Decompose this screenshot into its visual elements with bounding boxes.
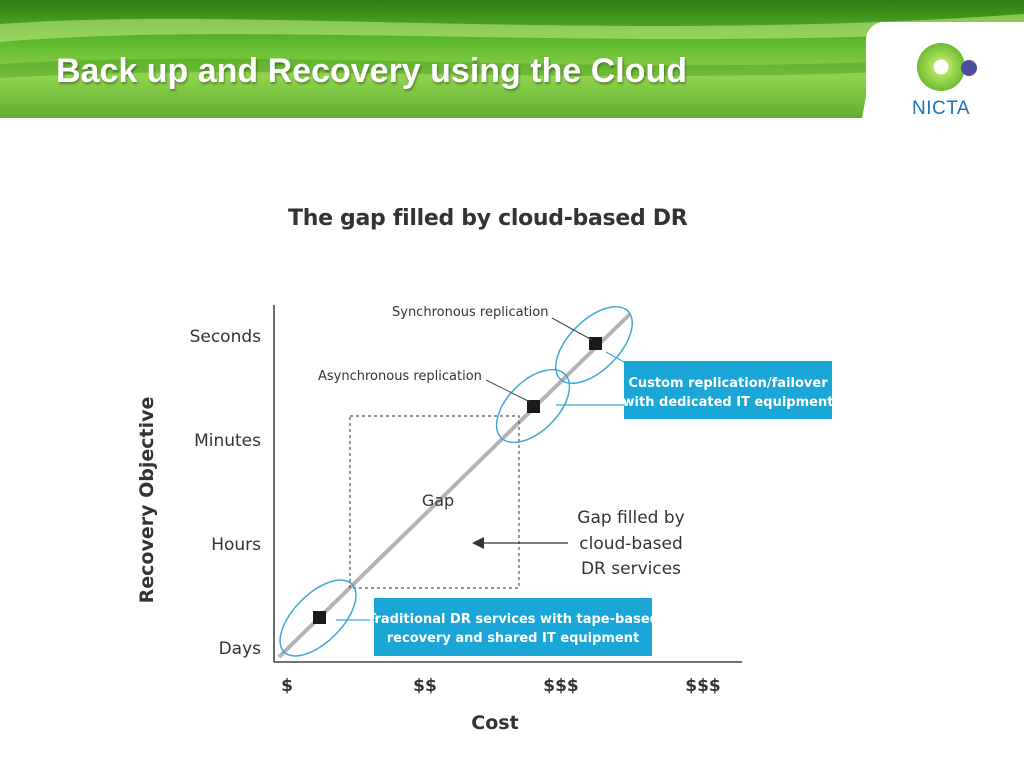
y-axis-title: Recovery Objective [136, 397, 158, 604]
y-level-hours: Hours [211, 535, 261, 555]
async-replication-label: Asynchronous replication [318, 369, 482, 384]
y-level-days: Days [219, 639, 262, 659]
diagram-title: The gap filled by cloud-based DR [288, 206, 688, 231]
logo-text: NICTA [912, 98, 971, 119]
custom-box-line-2: with dedicated IT equipment [623, 395, 834, 410]
gap-filled-line-3: DR services [581, 559, 681, 579]
logo-purple-dot-icon [961, 60, 977, 76]
custom-box-connector [605, 351, 625, 363]
x-level-2: $$ [413, 676, 437, 696]
sync-callout-line [551, 317, 593, 341]
slide-title: Back up and Recovery using the Cloud [56, 52, 688, 90]
x-level-1: $ [281, 676, 293, 696]
gap-filled-line-2: cloud-based [579, 534, 683, 554]
y-level-seconds: Seconds [190, 327, 262, 347]
gap-label: Gap [422, 491, 454, 510]
traditional-ellipse [279, 579, 357, 657]
async-callout-line [485, 379, 531, 403]
custom-replication-box [624, 361, 832, 419]
custom-box-line-1: Custom replication/failover [628, 376, 828, 391]
header-banner [0, 0, 1024, 118]
sync-replication-label: Synchronous replication [392, 305, 548, 320]
sync-ellipse [554, 305, 634, 385]
traditional-box-line-1: Traditional DR services with tape-based [367, 612, 659, 627]
traditional-box-line-2: recovery and shared IT equipment [387, 631, 639, 646]
x-level-4: $$$ [685, 676, 721, 696]
async-ellipse [495, 368, 571, 444]
cost-diagonal-line [277, 312, 632, 659]
traditional-dr-box [374, 598, 652, 656]
sync-point-marker [589, 337, 602, 350]
traditional-point-marker [313, 611, 326, 624]
gap-arrow-head-icon [472, 537, 484, 549]
async-point-marker [527, 400, 540, 413]
x-level-3: $$$ [543, 676, 579, 696]
gap-dashed-box [349, 415, 520, 589]
gap-filled-line-1: Gap filled by [577, 508, 684, 528]
x-axis-title: Cost [471, 712, 518, 734]
y-level-minutes: Minutes [194, 431, 261, 451]
